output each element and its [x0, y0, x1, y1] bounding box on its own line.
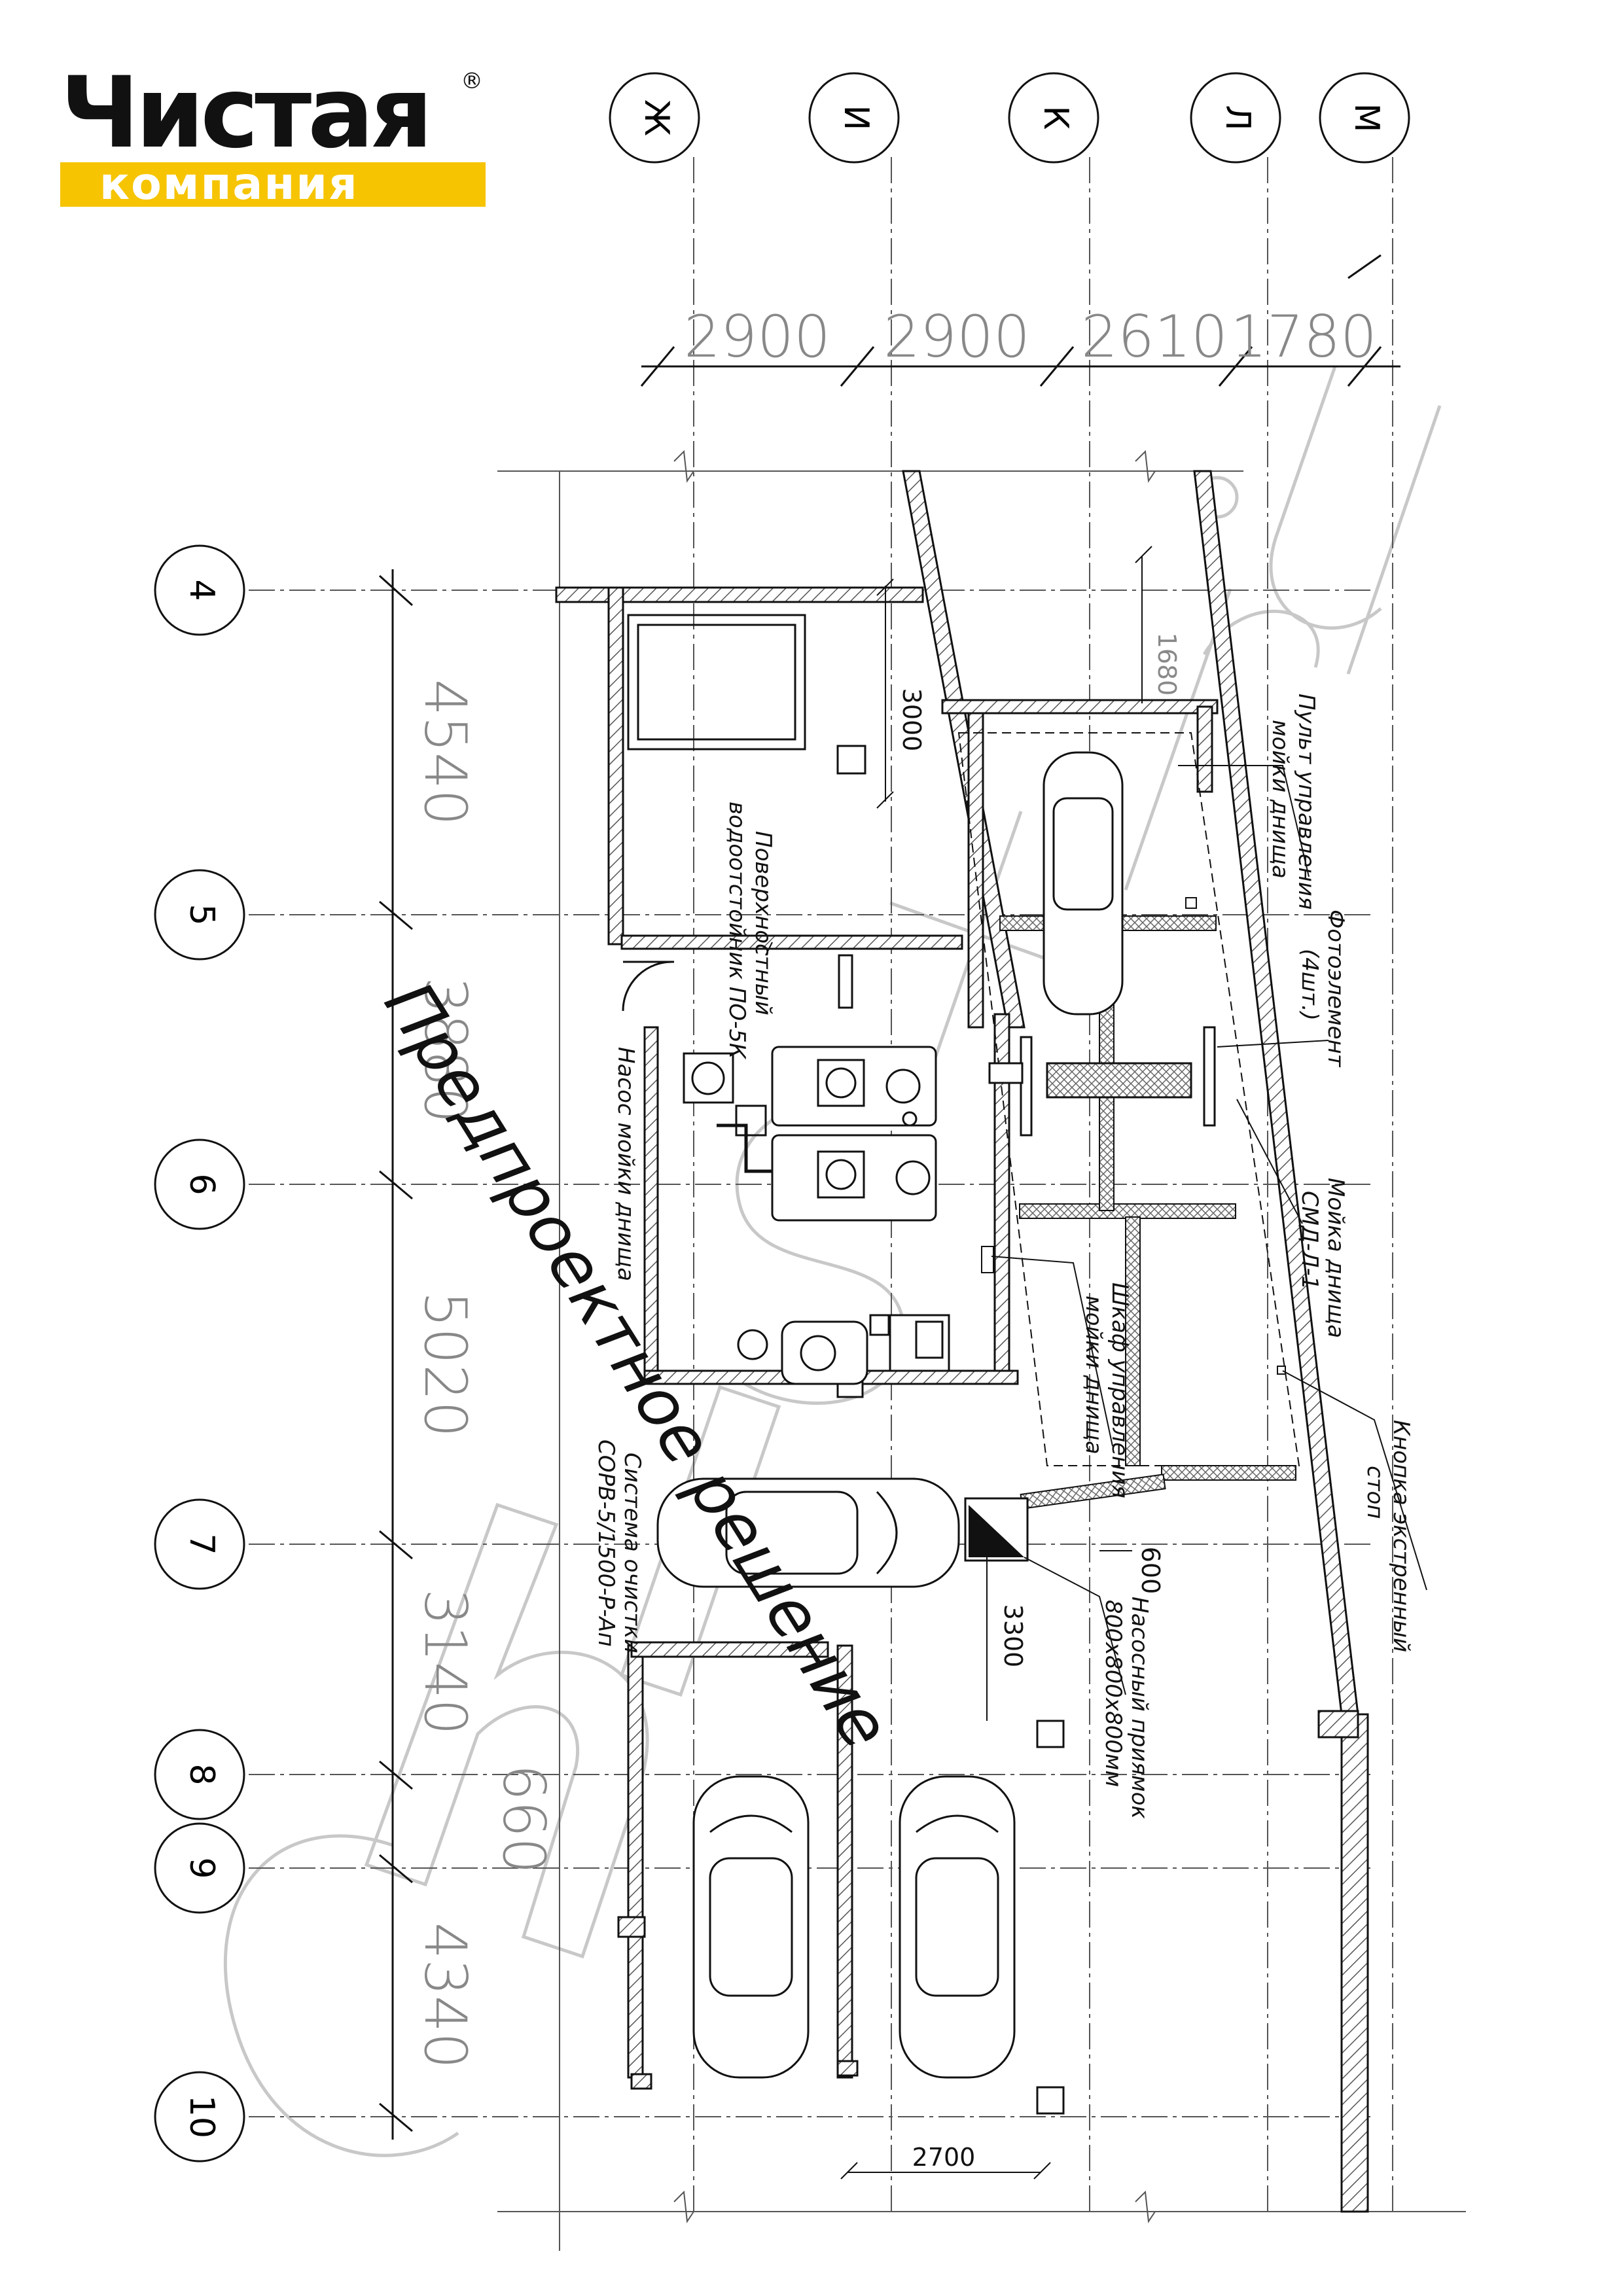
dim-top-2: 2900 [883, 303, 1030, 370]
watermark-letter-c [224, 1834, 459, 2157]
top-dimension-chain [640, 254, 1400, 387]
callout-leaders [765, 765, 1427, 1695]
drain-grate-2 [1019, 1203, 1236, 1219]
callout-line: Кнопка экстренный [1388, 1420, 1414, 1652]
cleaning-system-unit [781, 1320, 868, 1385]
car-center [656, 1477, 960, 1588]
dim-top-4: 1780 [1230, 303, 1377, 370]
dim-top-1: 2900 [684, 303, 830, 370]
side-dimension-values: 4540 3880 5020 3140 660 4340 [412, 679, 558, 2069]
dim-side-4: 3140 [412, 1589, 479, 1735]
callout-line: Мойка днища [1323, 1178, 1349, 1338]
callout-line: Поверхностный [750, 831, 776, 1016]
callout-texts: Поверхностный водоотстойник ПО-5К Насос … [593, 694, 1414, 1819]
drain-grate-3 [1161, 1465, 1296, 1481]
wash-pump-unit [683, 1052, 734, 1104]
watermark-letter-u [1269, 366, 1442, 675]
axis-label-9: 9 [182, 1857, 221, 1879]
callout-line: Система очистки [619, 1453, 645, 1653]
axis-label-zh: Ж [637, 99, 676, 136]
dim-3000: 3000 [897, 688, 926, 752]
company-logo: Чистая ® компания [60, 64, 486, 208]
inner-dimension-values: 3000 1680 600 3300 2700 [897, 633, 1181, 2172]
parked-cars [656, 1477, 1016, 2079]
logo-yellow-bar [60, 162, 486, 207]
watermark-letter-i [619, 1385, 781, 1697]
callout-line: 800х800х800мм [1100, 1600, 1126, 1787]
photocell-marker [1185, 897, 1197, 909]
drain-grate-5 [1125, 1216, 1141, 1466]
callout-underbody-wash: Мойка днища СМД-Л-1 [1296, 1178, 1349, 1338]
dim-side-2: 3880 [412, 977, 479, 1123]
dim-top-3: 2610 [1081, 303, 1228, 370]
axis-label-i: И [836, 105, 876, 131]
axis-label-7: 7 [182, 1533, 221, 1555]
underbody-wash-rail [1046, 1062, 1192, 1099]
callout-line: Насосный приямок [1126, 1597, 1152, 1819]
top-dimension-values: 2900 2900 2610 1780 [684, 303, 1377, 370]
axis-label-l: Л [1218, 105, 1257, 130]
callout-line: мойки днища [1080, 1296, 1107, 1455]
storage-room [622, 614, 866, 1012]
emergency-button-marker [1277, 1366, 1286, 1375]
number-axis-markers: 4 5 6 7 8 9 10 [154, 544, 245, 2163]
callout-line: СМД-Л-1 [1296, 1191, 1323, 1290]
dim-2700: 2700 [912, 2143, 976, 2172]
callout-line: Фотоэлемент [1323, 910, 1349, 1068]
axis-label-m: М [1347, 103, 1386, 133]
side-dimension-chain [378, 569, 414, 2140]
registered-mark: ® [461, 68, 483, 94]
callout-cleaning-system: Система очистки СОРВ-5/1500-Р-Ап [593, 1439, 645, 1653]
callout-line: Пульт управления [1293, 694, 1319, 910]
callout-control-cabinet: Шкаф управления мойки днища [1080, 1282, 1133, 1498]
callout-pump-pit: Насосный приямок 800х800х800мм [1100, 1597, 1152, 1819]
callout-emergency-button: Кнопка экстренный стоп [1362, 1420, 1414, 1652]
axis-label-5: 5 [182, 904, 221, 925]
dim-side-1: 4540 [412, 679, 479, 826]
callout-photocell: Фотоэлемент (4шт.) [1296, 910, 1349, 1068]
logo-brand-text: Чистая [60, 56, 433, 170]
axis-label-8: 8 [182, 1763, 221, 1785]
inner-dimension-lines [840, 546, 1152, 2180]
callout-line: Насос мойки днища [613, 1047, 639, 1281]
car-left-slot [692, 1775, 810, 2079]
dim-side-6: 4340 [412, 1922, 479, 2069]
site-watermark [224, 366, 1442, 2157]
axis-label-6: 6 [182, 1173, 221, 1195]
dim-1680: 1680 [1152, 633, 1181, 696]
dim-3300: 3300 [999, 1604, 1027, 1668]
dim-side-3: 5020 [412, 1291, 479, 1438]
outer-reference-lines [497, 450, 1466, 2251]
callout-line: Шкаф управления [1107, 1282, 1133, 1498]
callout-line: (4шт.) [1296, 949, 1323, 1021]
letter-axis-markers: Ж И К Л М [609, 72, 1410, 164]
dim-600: 600 [1136, 1547, 1165, 1595]
axis-label-k: К [1036, 106, 1075, 130]
callout-line: стоп [1362, 1466, 1388, 1519]
callout-control-panel: Пульт управления мойки днища [1267, 694, 1319, 910]
callout-line: СОРВ-5/1500-Р-Ап [593, 1439, 619, 1647]
car-in-bay [1043, 751, 1124, 1016]
drain-grate-6 [1020, 1474, 1166, 1510]
treatment-equipment [683, 1046, 950, 1385]
building-walls [555, 470, 1369, 2213]
callout-line: водоотстойник ПО-5К [724, 802, 750, 1060]
axis-label-4: 4 [182, 579, 221, 601]
dim-side-5: 660 [490, 1764, 558, 1874]
callout-surface-separator: Поверхностный водоотстойник ПО-5К [724, 802, 776, 1060]
callout-wash-pump: Насос мойки днища [613, 1047, 639, 1281]
callout-line: мойки днища [1267, 720, 1293, 879]
control-cabinet-marker [981, 1246, 994, 1273]
logo-sub-text: компания [99, 158, 359, 210]
wash-bay [957, 732, 1300, 1562]
axis-label-10: 10 [182, 2095, 221, 2138]
car-right-slot [899, 1775, 1016, 2079]
